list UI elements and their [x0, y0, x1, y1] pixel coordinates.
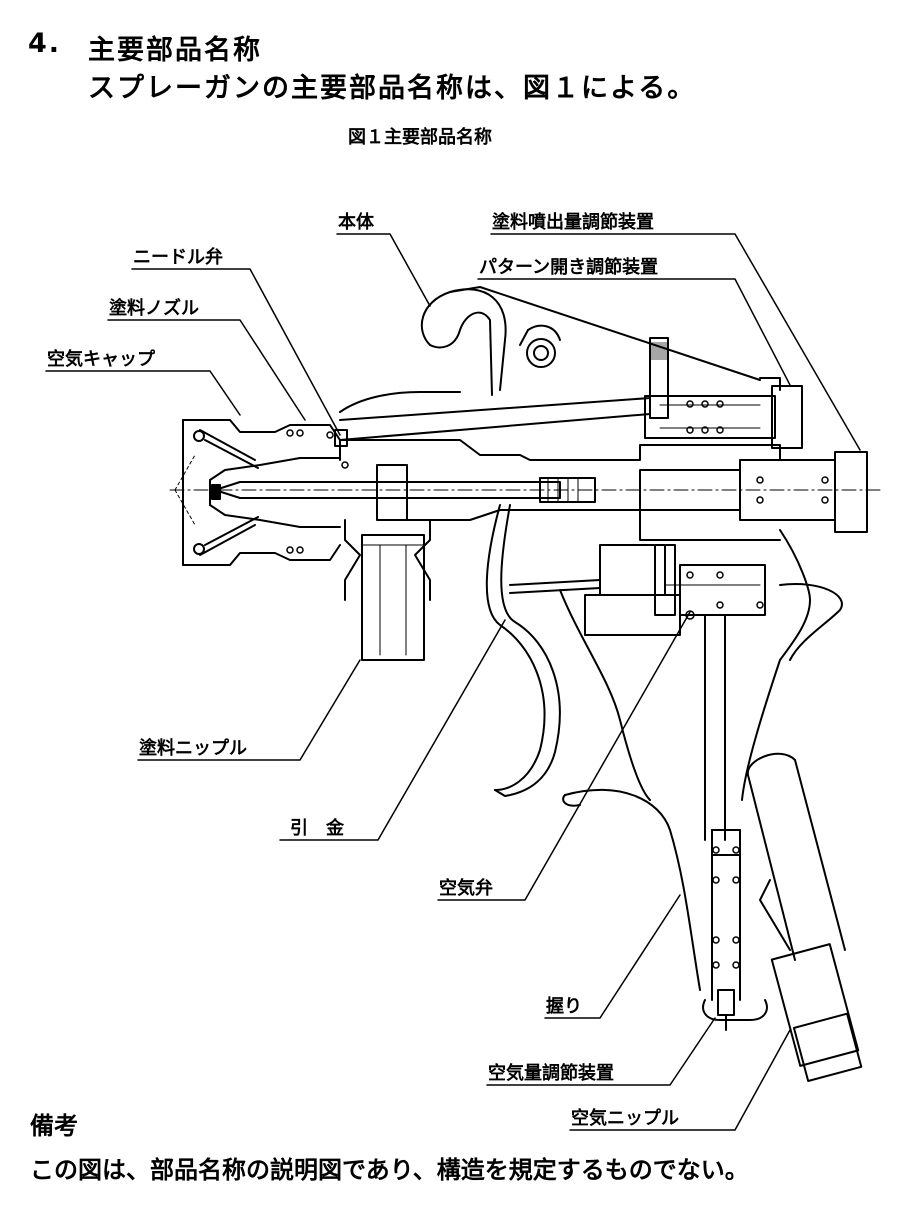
label-needle-valve: ニードル弁 [133, 247, 223, 268]
section-title: 主要部品名称 [88, 35, 262, 66]
label-fluid-adjust: 塗料噴出量調節装置 [492, 212, 654, 233]
label-body: 本体 [338, 212, 374, 233]
label-air-cap: 空気キャップ [47, 349, 155, 370]
section-description: スプレーガンの主要部品名称は、図１による。 [88, 73, 697, 104]
label-trigger: 引 金 [290, 818, 344, 839]
label-air-nipple: 空気ニップル [571, 1108, 679, 1129]
label-air-valve: 空気弁 [439, 878, 493, 899]
remarks-title: 備考 [30, 1112, 78, 1140]
figure-caption: 図１主要部品名称 [348, 127, 492, 148]
label-air-adjust: 空気量調節装置 [488, 1063, 614, 1084]
section-number: 4. [28, 28, 62, 59]
remarks-text: この図は、部品名称の説明図であり、構造を規定するものでない。 [30, 1156, 749, 1184]
label-paint-nipple: 塗料ニップル [139, 738, 247, 759]
label-pattern-adjust: パターン開き調節装置 [479, 257, 659, 278]
label-grip: 握り [546, 996, 582, 1017]
label-paint-nozzle: 塗料ノズル [109, 298, 199, 319]
